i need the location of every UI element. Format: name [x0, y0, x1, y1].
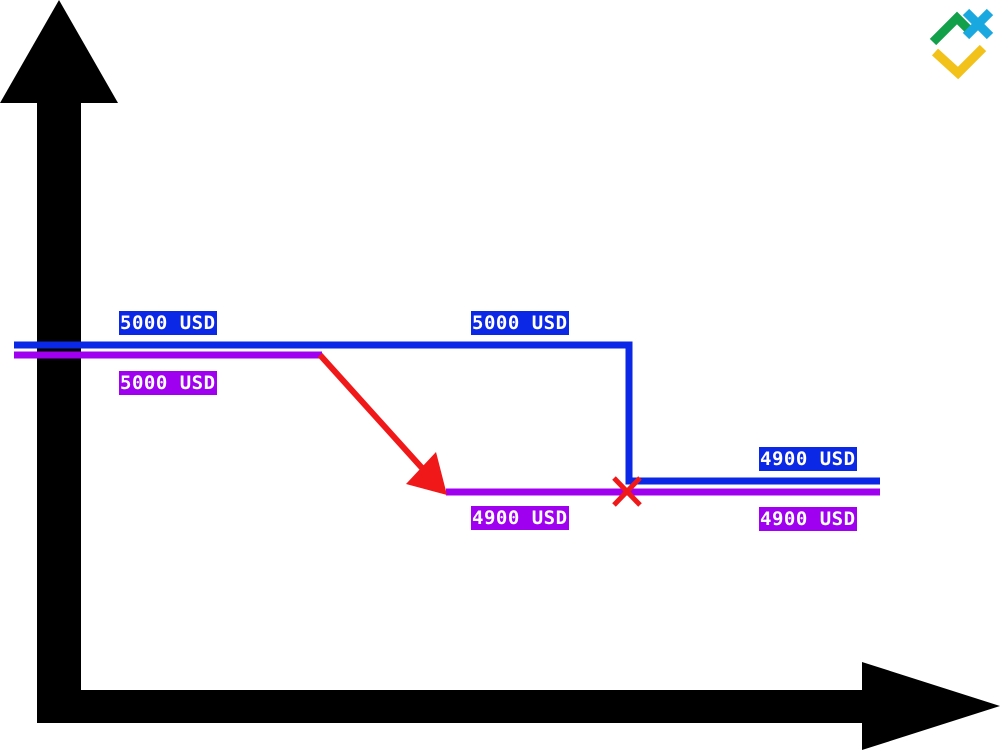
- equity-line: [14, 351, 880, 496]
- y-axis-shaft: [37, 95, 81, 723]
- balance-end-label: 4900 USD: [759, 447, 857, 471]
- drop-arrow-head: [406, 452, 447, 495]
- close-cross-icon: [612, 476, 642, 507]
- x-axis-shaft: [37, 690, 897, 723]
- down-arrow-icon: [317, 352, 447, 495]
- balance-mid-label: 5000 USD: [471, 311, 569, 335]
- equity-end-label: 4900 USD: [759, 507, 857, 531]
- equity-mid-label: 4900 USD: [471, 506, 569, 530]
- brand-logo-icon: [929, 8, 994, 80]
- drop-arrow-shaft: [317, 352, 425, 471]
- balance-line: [14, 341, 880, 485]
- balance-start-label: 5000 USD: [119, 311, 217, 335]
- x-axis-arrowhead: [862, 662, 1000, 750]
- y-axis-arrowhead: [0, 0, 118, 103]
- equity-start-label: 5000 USD: [119, 371, 217, 395]
